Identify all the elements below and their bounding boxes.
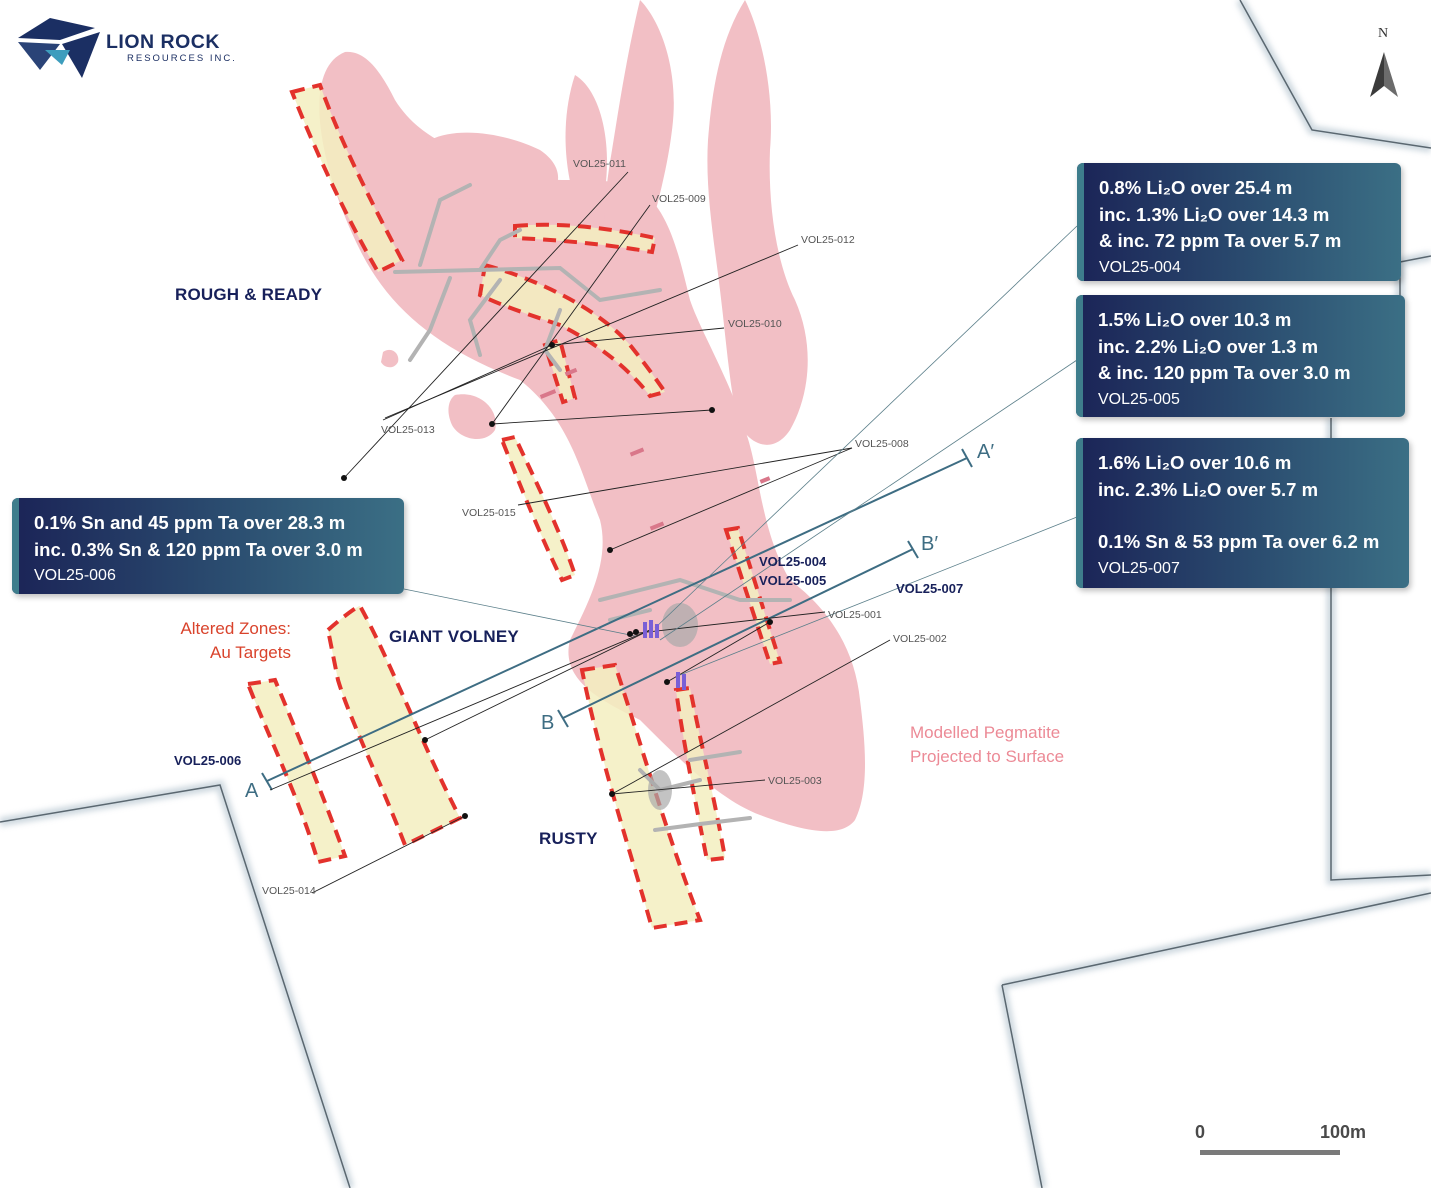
hole-label-vol25-015: VOL25-015 <box>462 507 516 519</box>
north-label: N <box>1378 26 1389 41</box>
trace-vol25-011 <box>343 171 629 479</box>
trace-vol25-003 <box>611 779 766 795</box>
section-label-b: B <box>541 712 555 734</box>
callout-004-line2: inc. 1.3% Li₂O over 14.3 m <box>1099 203 1330 225</box>
trace-vol25-008 <box>609 447 853 551</box>
company-name: LION ROCK <box>106 31 220 53</box>
callout-004-hole: VOL25-004 <box>1099 258 1181 276</box>
callout-004-line3: & inc. 72 ppm Ta over 5.7 m <box>1099 230 1342 251</box>
callout-006-line1: 0.1% Sn and 45 ppm Ta over 28.3 m <box>34 512 346 533</box>
section-label-a-prime: A′ <box>977 441 995 463</box>
hole-label-vol25-013: VOL25-013 <box>381 424 435 436</box>
altered-zone-dome <box>499 434 578 583</box>
pegmatite-center-body <box>424 132 559 200</box>
altered-zone-rusty-east <box>673 685 728 863</box>
hole-label-vol25-012: VOL25-012 <box>801 234 855 246</box>
trace-vol25-009 <box>491 204 651 425</box>
altered-zones <box>245 82 783 931</box>
callout-007-line3: 0.1% Sn & 53 ppm Ta over 6.2 m <box>1098 531 1380 552</box>
company-subtitle: RESOURCES INC. <box>127 53 237 64</box>
callout-vol25-004: 0.8% Li₂O over 25.4 m inc. 1.3% Li₂O ove… <box>1077 163 1401 281</box>
callout-vol25-007: 1.6% Li₂O over 10.6 m inc. 2.3% Li₂O ove… <box>1076 438 1409 588</box>
callout-005-line3: & inc. 120 ppm Ta over 3.0 m <box>1098 362 1351 383</box>
callout-005-hole: VOL25-005 <box>1098 390 1180 408</box>
hole-label-vol25-011: VOL25-011 <box>573 158 626 170</box>
hole-label-vol25-009: VOL25-009 <box>652 193 706 205</box>
zone-label-rusty: RUSTY <box>539 829 598 848</box>
zone-label-rough-ready: ROUGH & READY <box>175 285 323 304</box>
scale-bar-start: 0 <box>1195 1122 1206 1142</box>
callout-004-line1: 0.8% Li₂O over 25.4 m <box>1099 177 1293 198</box>
callout-006-line2: inc. 0.3% Sn & 120 ppm Ta over 3.0 m <box>34 538 363 560</box>
altered-zone-far-west <box>245 677 348 865</box>
hole-label-vol25-006: VOL25-006 <box>174 753 242 768</box>
pegmatite-legend-line1: Modelled Pegmatite <box>910 723 1061 742</box>
trace-vol25-010 <box>551 327 725 346</box>
altered-zone-mid-band <box>477 262 669 399</box>
trace-vol25-002 <box>611 639 891 795</box>
altered-zone-rusty-main <box>579 662 703 931</box>
altered-zone-rough-ready <box>289 82 405 275</box>
altered-zones-legend: Altered Zones: Au Targets <box>180 617 291 665</box>
pegmatite-legend-line2: Projected to Surface <box>910 747 1065 766</box>
drill-hole-traces <box>269 171 891 894</box>
intercept-markers <box>539 367 771 531</box>
drill-collars <box>341 342 773 819</box>
hole-label-vol25-008: VOL25-008 <box>855 438 909 450</box>
hole-label-vol25-005: VOL25-005 <box>759 573 827 588</box>
trace-vol25-006 <box>269 629 651 791</box>
callout-006-hole: VOL25-006 <box>34 567 116 584</box>
section-line-b-b-prime <box>562 548 914 719</box>
pegmatite-small-2 <box>381 349 399 368</box>
callout-005-line1: 1.5% Li₂O over 10.3 m <box>1098 309 1292 330</box>
altered-zones-legend-line2: Au Targets <box>210 643 291 662</box>
hole-label-vol25-001: VOL25-001 <box>828 609 882 621</box>
trace-vol25-013 <box>382 344 553 421</box>
altered-zones-legend-line1: Altered Zones: <box>180 619 291 638</box>
hole-label-vol25-004: VOL25-004 <box>759 554 827 569</box>
callout-007-hole: VOL25-007 <box>1098 559 1180 577</box>
scale-bar-icon <box>1200 1150 1340 1155</box>
pegmatite-east-body <box>707 0 808 445</box>
trace-vol25-001 <box>629 611 826 635</box>
callout-vol25-006: 0.1% Sn and 45 ppm Ta over 28.3 m inc. 0… <box>12 498 404 594</box>
pegmatite-main-body <box>319 51 866 832</box>
hole-label-vol25-010: VOL25-010 <box>728 318 782 330</box>
trace-vol25-012 <box>384 244 799 419</box>
callout-007-line2: inc. 2.3% Li₂O over 5.7 m <box>1098 478 1319 500</box>
section-label-b-prime: B′ <box>921 533 939 555</box>
pegmatite-small-1 <box>448 394 496 440</box>
lion-rock-logo-icon <box>18 18 100 78</box>
callout-leaders <box>403 225 1078 676</box>
callout-vol25-005: 1.5% Li₂O over 10.3 m inc. 2.2% Li₂O ove… <box>1076 295 1405 417</box>
pegmatite-north-body <box>603 0 674 294</box>
hole-label-vol25-014: VOL25-014 <box>262 885 316 897</box>
pegmatite-legend: Modelled Pegmatite Projected to Surface <box>910 721 1064 769</box>
north-arrow-icon <box>1370 52 1398 97</box>
pegmatite-northwest-body <box>565 75 607 213</box>
callout-007-line1: 1.6% Li₂O over 10.6 m <box>1098 452 1292 473</box>
hole-label-vol25-007: VOL25-007 <box>896 581 964 596</box>
collar-symbols <box>643 620 686 690</box>
section-label-a: A <box>245 780 259 802</box>
hole-label-vol25-002: VOL25-002 <box>893 633 947 645</box>
callout-005-line2: inc. 2.2% Li₂O over 1.3 m <box>1098 335 1319 357</box>
hole-label-vol25-003: VOL25-003 <box>768 775 822 787</box>
trace-vol25-008a <box>491 409 713 425</box>
zone-label-giant-volney: GIANT VOLNEY <box>389 627 519 646</box>
trace-vol25-015 <box>517 447 853 506</box>
underground-workings <box>393 183 792 832</box>
pegmatite-bodies <box>319 0 866 832</box>
altered-zone-north-band <box>513 222 658 255</box>
scale-bar-end: 100m <box>1320 1122 1367 1142</box>
trace-vol25-014 <box>311 815 466 894</box>
